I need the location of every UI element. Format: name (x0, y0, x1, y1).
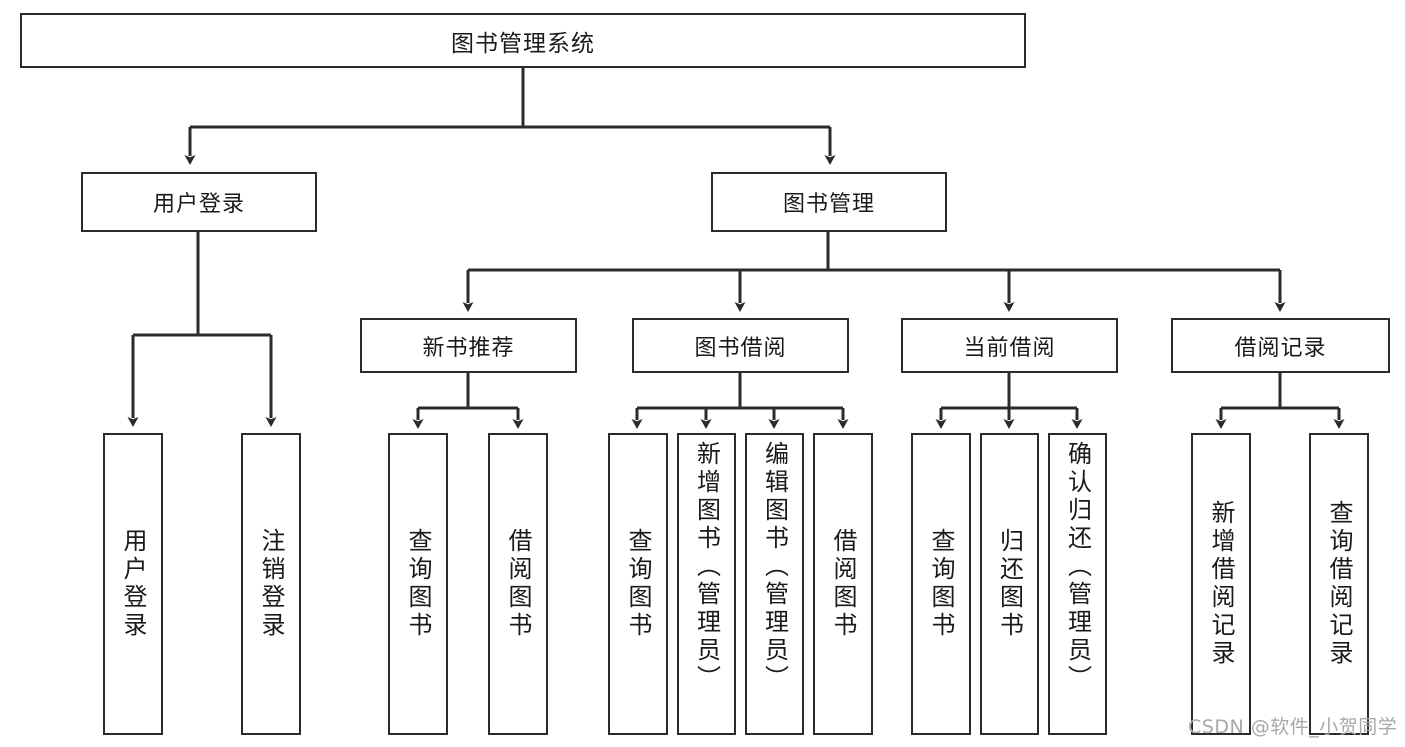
node-label: 图书管理系统 (451, 30, 595, 57)
node-label: 确认归还（管理员） (1063, 441, 1092, 693)
leaf-return-book[interactable]: 归还图书 (980, 433, 1039, 735)
watermark: CSDN @软件_小贺同学 (1188, 716, 1398, 738)
leaf-query-book-borrow[interactable]: 查询图书 (608, 433, 668, 735)
node-user-login[interactable]: 用户登录 (81, 172, 317, 232)
node-label: 归还图书 (995, 528, 1024, 640)
node-label: 注销登录 (257, 528, 285, 640)
leaf-query-book-recommend[interactable]: 查询图书 (388, 433, 448, 735)
leaf-query-borrow-record[interactable]: 查询借阅记录 (1309, 433, 1369, 735)
node-current-borrow[interactable]: 当前借阅 (901, 318, 1118, 373)
node-label: 当前借阅 (963, 335, 1056, 361)
leaf-borrow-book-recommend[interactable]: 借阅图书 (488, 433, 548, 735)
node-label: 图书管理 (782, 192, 875, 217)
leaf-add-book-admin[interactable]: 新增图书（管理员） (677, 433, 736, 735)
node-book-borrow[interactable]: 图书借阅 (632, 318, 849, 373)
leaf-query-book-current[interactable]: 查询图书 (911, 433, 971, 735)
node-label: 借阅图书 (504, 528, 532, 640)
node-borrow-record[interactable]: 借阅记录 (1171, 318, 1390, 373)
node-label: 用户登录 (119, 528, 147, 640)
node-label: 用户登录 (152, 192, 245, 217)
node-book-management[interactable]: 图书管理 (711, 172, 947, 232)
leaf-user-login[interactable]: 用户登录 (103, 433, 163, 735)
node-label: 新增借阅记录 (1207, 500, 1235, 668)
node-label: 查询借阅记录 (1325, 500, 1353, 668)
node-label: 查询图书 (624, 528, 652, 640)
node-new-book-recommend[interactable]: 新书推荐 (360, 318, 577, 373)
node-label: 新书推荐 (422, 335, 515, 361)
leaf-edit-book-admin[interactable]: 编辑图书（管理员） (745, 433, 804, 735)
leaf-add-borrow-record[interactable]: 新增借阅记录 (1191, 433, 1251, 735)
node-label: 新增图书（管理员） (692, 441, 721, 693)
leaf-confirm-return-admin[interactable]: 确认归还（管理员） (1048, 433, 1107, 735)
node-label: 查询图书 (404, 528, 432, 640)
node-label: 编辑图书（管理员） (760, 441, 789, 693)
node-root-book-management-system[interactable]: 图书管理系统 (20, 13, 1026, 68)
node-label: 借阅图书 (829, 528, 857, 640)
leaf-borrow-book[interactable]: 借阅图书 (813, 433, 873, 735)
node-label: 借阅记录 (1234, 335, 1327, 361)
leaf-logout[interactable]: 注销登录 (241, 433, 301, 735)
node-label: 查询图书 (927, 528, 955, 640)
node-label: 图书借阅 (694, 335, 787, 361)
